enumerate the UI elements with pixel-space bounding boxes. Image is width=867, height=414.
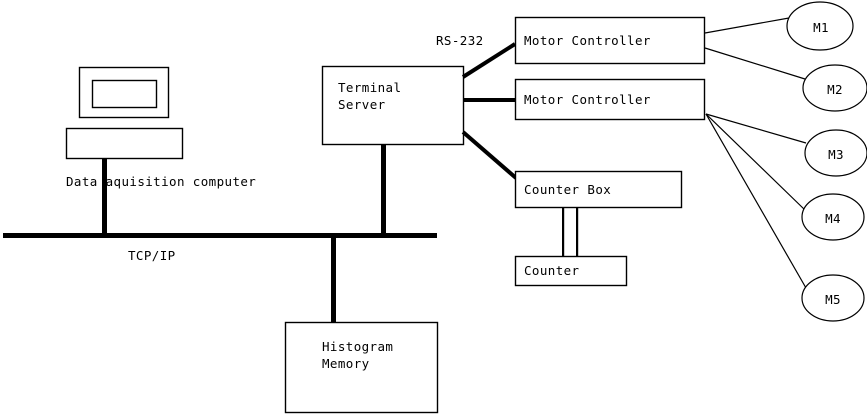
link-terminal-server-to-motor-controller-1 [461,42,517,79]
data-acquisition-computer-label: Data aquisition computer [66,174,257,189]
motor-label-m4: M4 [825,211,841,226]
counter-box-label: Counter Box [524,182,612,197]
counter-cable-left [562,207,565,257]
cable-motor-controller-2-to-m3 [705,113,807,144]
motor-ellipse-m3 [804,129,867,177]
terminal-server-bus-drop-line [381,144,386,237]
motor-controller-2-label: Motor Controller [524,92,651,107]
counter-box-box [514,170,683,209]
motor-controller-1-box [514,16,706,65]
motor-controller-1-label: Motor Controller [524,33,651,48]
motor-ellipse-m4 [801,193,865,241]
rs232-link-label: RS-232 [436,33,484,48]
motor-ellipse-m5 [801,274,865,322]
terminal-server-label-line2: Server [338,97,386,112]
computer-base-outline [65,127,184,160]
motor-label-m3: M3 [828,147,844,162]
motor-label-m2: M2 [827,82,843,97]
histogram-memory-label-line2: Memory [322,356,370,371]
cable-motor-controller-2-to-m5 [705,113,807,289]
monitor-screen [91,79,158,109]
histogram-memory-bus-drop-line [331,237,336,323]
cable-motor-controller-1-to-m1 [704,17,790,34]
terminal-server-box [321,65,465,146]
tcpip-bus-label: TCP/IP [128,248,176,263]
motor-ellipse-m2 [802,64,867,112]
motor-controller-2-box [514,78,706,121]
cable-motor-controller-1-to-m2 [704,47,806,80]
counter-label: Counter [524,263,580,278]
histogram-memory-box [284,321,439,414]
motor-ellipse-m1 [786,1,854,51]
link-terminal-server-to-counter-box [461,130,518,180]
computer-bus-drop-line [102,158,107,236]
cable-motor-controller-2-to-m4 [705,113,807,212]
tcpip-bus-line [3,233,437,238]
counter-cable-right [576,207,579,257]
motor-label-m5: M5 [825,292,841,307]
motor-label-m1: M1 [813,20,829,35]
terminal-server-label-line1: Terminal [338,80,402,95]
counter-box [514,255,628,287]
histogram-memory-label-line1: Histogram [322,339,394,354]
